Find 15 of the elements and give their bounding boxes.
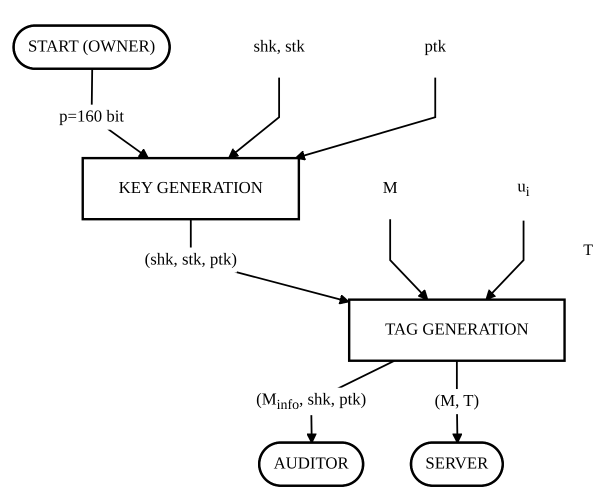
label-text: T (583, 242, 593, 260)
edge-label: (shk, stk, ptk) (144, 251, 237, 269)
node-box: TAG GENERATION (348, 298, 566, 362)
edge-label: p=160 bit (59, 108, 124, 126)
arrow (389, 219, 428, 300)
node-text: M (382, 180, 398, 198)
arrow (294, 78, 436, 160)
arrow (228, 78, 280, 158)
node-text: shk, stk (253, 38, 305, 56)
edge-label: (M, T) (434, 392, 480, 410)
node-text: u$_{i}$ (517, 178, 530, 200)
node-box: KEY GENERATION (82, 156, 300, 220)
node-text: ptk (424, 38, 446, 56)
edge-label: (M$_{info}$, shk, ptk) (256, 391, 366, 412)
arrow (485, 220, 524, 300)
